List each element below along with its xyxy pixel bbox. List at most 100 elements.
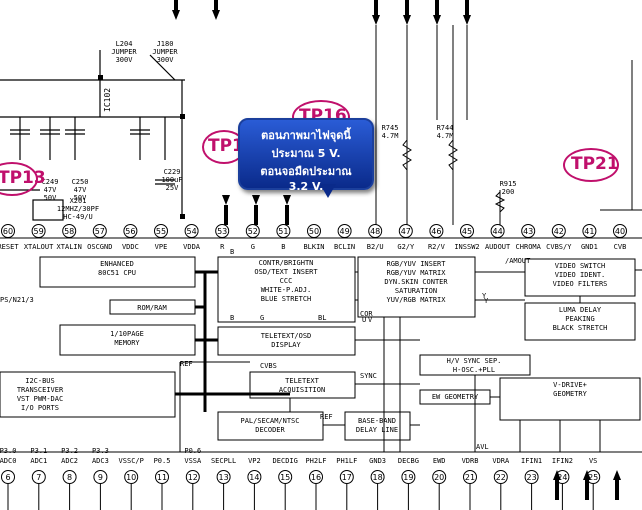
- block-decoder-text: DECODER: [255, 426, 285, 434]
- pin-number: 60: [3, 227, 13, 236]
- pin-name: SECPLL: [211, 457, 236, 465]
- pin-name: IFIN1: [521, 457, 542, 465]
- block-i2c-text: TRANSCEIVER: [17, 386, 64, 394]
- pin-number: 52: [248, 227, 258, 236]
- component-c229: 25V: [166, 184, 179, 192]
- block-memory-text: 1/10PAGE: [110, 330, 144, 338]
- block-osd-text: CONTR/BRIGHTN: [259, 259, 314, 267]
- supply-rails: [0, 50, 185, 221]
- pin-13: [216, 470, 231, 484]
- pin-name: ADC2: [61, 457, 78, 465]
- pin-number: 8: [67, 473, 72, 482]
- resistors-top: [375, 25, 642, 225]
- pin-name: VSSA: [184, 457, 202, 465]
- pin-row-bottom: P3.0ADC06P3.1ADC17P3.2ADC28P3.3ADC39VSSC…: [0, 447, 601, 510]
- signal-label: Y: [484, 297, 489, 305]
- signal-label: /AMOUT: [505, 257, 531, 265]
- pin-number: 20: [434, 473, 444, 482]
- block-teletext_osd-text: TELETEXT/OSD: [261, 332, 312, 340]
- pin-number: 53: [217, 227, 227, 236]
- component-x201: HC-49/U: [63, 213, 93, 221]
- pin-name: GND3: [369, 457, 386, 465]
- pin-name: CVB: [614, 243, 627, 251]
- block-cpu-text: 80C51 CPU: [98, 269, 136, 277]
- data-buses: [175, 270, 290, 412]
- pin-number: 43: [523, 227, 533, 236]
- block-i2c-text: I/O PORTS: [21, 404, 59, 412]
- block-memory-text: MEMORY: [114, 339, 140, 347]
- block-teletext_acq-text: TELETEXT: [285, 377, 320, 385]
- pin-number: 47: [401, 227, 411, 236]
- signal-label: BL: [318, 314, 326, 322]
- pin-number: 46: [431, 227, 441, 236]
- signal-lines: [179, 269, 642, 452]
- signal-label: AVL: [476, 443, 489, 451]
- signal-label: SYNC: [360, 372, 377, 380]
- pin-14: [247, 470, 262, 484]
- pin-number: 18: [373, 473, 383, 482]
- block-i2c-text: VST PWM-DAC: [17, 395, 63, 403]
- pin-number: 19: [403, 473, 413, 482]
- block-rgb-text: SATURATION: [395, 287, 437, 295]
- block-osd-text: CCC: [280, 277, 293, 285]
- component-c229: C229: [164, 168, 181, 176]
- callout-line-4: 3.2 V.: [288, 180, 324, 193]
- pin-name: VDDC: [122, 243, 139, 251]
- pin-10: [124, 470, 139, 484]
- component-c249: 47V: [44, 186, 57, 194]
- component-c249: 50V: [44, 194, 57, 202]
- pin-name: VDDA: [183, 243, 201, 251]
- pin-22: [493, 470, 508, 484]
- pin-name: VDRB: [462, 457, 479, 465]
- pin-number: 55: [156, 227, 166, 236]
- pin-name: B2/U: [367, 243, 384, 251]
- pin-name: GND1: [581, 243, 598, 251]
- pin-number: 24: [557, 473, 567, 482]
- block-rgb-text: RGB/YUV MATRIX: [386, 269, 446, 277]
- block-luma-text: BLACK STRETCH: [553, 324, 608, 332]
- pin-number: 44: [493, 227, 503, 236]
- ic-reference: IC102: [103, 88, 112, 112]
- pin-name: P3.0: [0, 447, 16, 455]
- pin-17: [339, 470, 354, 484]
- ground-arrows-top: [98, 0, 471, 219]
- pin-name: CHROMA: [516, 243, 542, 251]
- component-r744: 4.7M: [437, 132, 454, 140]
- component-j180: J180: [157, 40, 174, 48]
- block-rgb-text: DYN.SKIN CONTER: [384, 278, 448, 286]
- pin-20: [432, 470, 447, 484]
- signal-label: U: [362, 316, 366, 324]
- pin-number: 41: [584, 227, 594, 236]
- pin-name: ADC3: [92, 457, 109, 465]
- component-c229: 100uF: [161, 176, 182, 184]
- pin-name: ADC0: [0, 457, 16, 465]
- component-x201: 12MHZ/30PF: [57, 205, 99, 213]
- pin-name: G: [251, 243, 255, 251]
- pin-name: AUDOUT: [485, 243, 511, 251]
- signal-label: G: [260, 314, 264, 322]
- pin-name: P0.6: [184, 447, 201, 455]
- pin-name: IFIN2: [552, 457, 573, 465]
- block-rgb-text: RGB/YUV INSERT: [386, 260, 446, 268]
- pin-name: RESET: [0, 243, 19, 251]
- pin-16: [309, 470, 323, 484]
- pin-number: 6: [5, 473, 10, 482]
- pin-number: 54: [187, 227, 197, 236]
- pin-23: [524, 470, 539, 484]
- pin-number: 57: [95, 227, 105, 236]
- block-video_switch-text: VIDEO FILTERS: [553, 280, 608, 288]
- pin-6: [1, 470, 15, 484]
- block-luma-text: PEAKING: [565, 315, 595, 323]
- component-r744: R744: [437, 124, 454, 132]
- block-hv_sync-text: H-OSC.+PLL: [453, 366, 495, 374]
- pin-name: XTALOUT: [24, 243, 54, 251]
- pin-name: XTALIN: [57, 243, 82, 251]
- component-r745: R745: [382, 124, 399, 132]
- component-c250: 50V: [74, 194, 87, 202]
- pin-name: R: [220, 243, 225, 251]
- pin-number: 17: [342, 473, 352, 482]
- signal-label: Y: [482, 292, 487, 300]
- pin-number: 59: [34, 227, 44, 236]
- pin-name: VSSC/P: [119, 457, 144, 465]
